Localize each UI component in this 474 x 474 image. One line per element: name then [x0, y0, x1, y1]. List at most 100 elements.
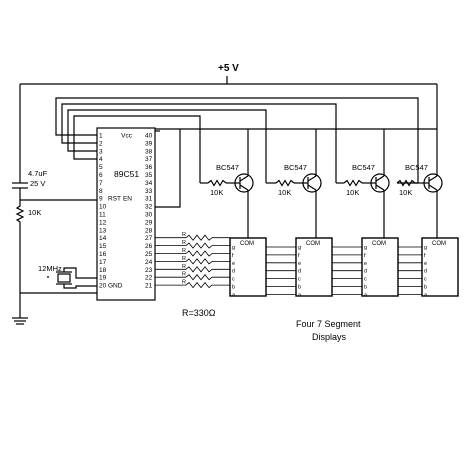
- mcu-left-pin: 9: [99, 196, 103, 203]
- mcu-right-pin: 39: [145, 140, 153, 147]
- mcu-left-pin: 7: [99, 180, 103, 187]
- display-segment-label: b: [364, 285, 367, 291]
- base-resistor-value: 10K: [346, 188, 359, 197]
- mcu-left-pin: 17: [99, 259, 107, 266]
- display-segment-label: f: [298, 253, 300, 259]
- mcu-left-pin: 14: [99, 235, 107, 242]
- capacitor-voltage: 25 V: [30, 179, 45, 188]
- digit-select-wires: [55, 97, 419, 170]
- mcu-left-pin: 18: [99, 267, 107, 274]
- display-segment-label: c: [232, 277, 235, 283]
- transistor-3: BC547 10K: [335, 163, 390, 238]
- segment-resistor: [185, 274, 213, 281]
- crystal-label: 12MHz: [38, 264, 62, 273]
- transistor-2: BC547 10K: [265, 163, 322, 238]
- mcu-left-pin: 2: [99, 140, 103, 147]
- mcu-left-pin: 8: [99, 188, 103, 195]
- display-segment-label: c: [424, 277, 427, 283]
- display-segment-label: f: [364, 253, 366, 259]
- mcu-left-pin: 20: [99, 283, 107, 290]
- power-label: +5 V: [218, 63, 239, 74]
- mcu-left-pin-name: GND: [108, 283, 123, 290]
- segment-resistor-mark: R: [182, 248, 186, 254]
- mcu-right-pin: 33: [145, 188, 153, 195]
- display-com-label: COM: [432, 241, 446, 247]
- display-com-label: COM: [306, 241, 320, 247]
- mcu-left-pin: 6: [99, 172, 103, 179]
- mcu-right-pin-name: Vcc: [121, 133, 133, 140]
- mcu-right-pin: 35: [145, 172, 153, 179]
- mcu-left-pin: 5: [99, 164, 103, 171]
- base-resistor: [396, 179, 416, 187]
- display-segment-label: a: [364, 292, 368, 298]
- display-segment-label: b: [232, 285, 235, 291]
- mcu-right-pin: 34: [145, 180, 153, 187]
- segment-resistor-value: R=330Ω: [182, 308, 216, 318]
- mcu-right-pin-name: EN: [123, 196, 132, 203]
- segment-bus: [266, 246, 422, 295]
- display-segment-label: c: [364, 277, 367, 283]
- collector-rail: [155, 112, 438, 176]
- base-resistor: [343, 179, 363, 187]
- display-segment-label: e: [298, 261, 301, 267]
- transistor-model: BC547: [405, 163, 428, 172]
- segment-resistor-mark: R: [182, 280, 186, 286]
- display-com-label: COM: [240, 241, 254, 247]
- segment-resistor-mark: R: [182, 272, 186, 278]
- transistor-model: BC547: [216, 163, 239, 172]
- mcu-right-pin: 28: [145, 227, 153, 234]
- mcu-right-pin: 36: [145, 164, 153, 171]
- mcu-right-pin: 26: [145, 243, 153, 250]
- display-segment-label: e: [424, 261, 427, 267]
- segment-resistor: [185, 242, 213, 249]
- mcu-left-pin: 12: [99, 219, 107, 226]
- mcu-right-pin: 40: [145, 133, 153, 140]
- reset-resistor-value: 10K: [28, 208, 41, 217]
- mcu-right-pin: 22: [145, 275, 153, 282]
- display-segment-label: g: [232, 245, 235, 251]
- mcu-right-pin: 29: [145, 219, 153, 226]
- en-wire: [155, 129, 181, 208]
- segment-resistor: [185, 234, 213, 241]
- mcu-right-pin: 25: [145, 251, 153, 258]
- display-segment-label: g: [424, 245, 427, 251]
- mcu-right-pin: 38: [145, 148, 153, 155]
- segment-resistor: [185, 266, 213, 273]
- capacitor-value: 4.7uF: [28, 169, 48, 178]
- mcu-left-pin: 1: [99, 133, 103, 140]
- mcu-left-pin: 19: [99, 275, 107, 282]
- display-segment-label: f: [424, 253, 426, 259]
- display-segment-label: g: [298, 245, 301, 251]
- mcu-right-pin: 31: [145, 196, 153, 203]
- mcu-left-pin: 3: [99, 148, 103, 155]
- segment-resistor-mark: R: [182, 240, 186, 246]
- display-segment-label: f: [232, 253, 234, 259]
- segment-resistor-mark: R: [182, 264, 186, 270]
- mcu-left-pin: 4: [99, 156, 103, 163]
- mcu-left-pin: 16: [99, 251, 107, 258]
- transistor-model: BC547: [352, 163, 375, 172]
- display-segment-label: d: [298, 269, 301, 275]
- transistor-model: BC547: [284, 163, 307, 172]
- segment-resistor: [185, 258, 213, 265]
- display-com-label: COM: [372, 241, 386, 247]
- base-resistor-value: 10K: [278, 188, 291, 197]
- mcu-right-pin: 30: [145, 212, 153, 219]
- mcu-right-pin: 37: [145, 156, 153, 163]
- display-segment-label: c: [298, 277, 301, 283]
- display-segment-label: a: [298, 292, 302, 298]
- segment-resistor-mark: R: [182, 256, 186, 262]
- display-segment-label: g: [364, 245, 367, 251]
- display-segment-label: e: [364, 261, 367, 267]
- display-segment-label: a: [232, 292, 236, 298]
- display-segment-label: d: [364, 269, 367, 275]
- power-rail: [19, 76, 438, 176]
